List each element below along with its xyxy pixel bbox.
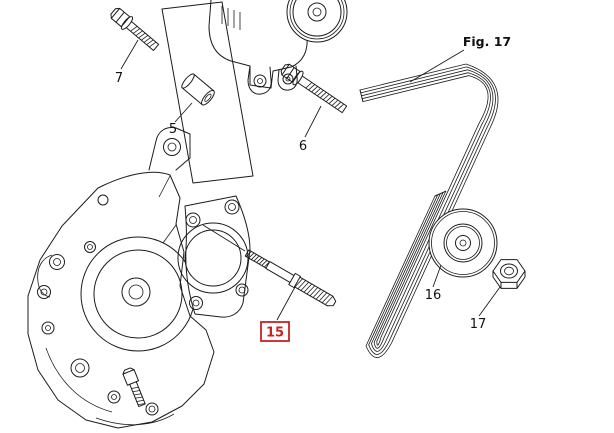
callouts: 7 5 6 15 16 17 Fig. 17 [115,34,511,342]
callout-16[interactable]: 16 [425,288,442,303]
callout-15: 15 [266,326,284,341]
bolt-7-drawing [110,7,160,51]
callout-5[interactable]: 5 [169,122,177,137]
leader-lines [120,39,501,321]
timing-cover-drawing [27,127,215,429]
nut-17-drawing [492,259,526,289]
idler-pulley-16-drawing [428,208,498,278]
callout-7[interactable]: 7 [115,71,123,86]
bracket-bar-drawing [161,1,254,184]
spacer-5-drawing [181,73,215,106]
fig-17-reference[interactable]: Fig. 17 [463,34,511,49]
callout-17[interactable]: 17 [470,317,487,332]
callout-15-highlighted[interactable]: 15 [260,321,290,342]
mounting-flange-drawing [177,195,251,318]
bolt-6-drawing [280,63,348,114]
stud-15-drawing [244,249,337,307]
callout-6[interactable]: 6 [299,139,307,154]
cover-bolt-drawing [122,367,146,408]
highlight-box [260,321,290,342]
alternator-drawing [208,0,348,95]
serpentine-belt-drawing [359,63,499,358]
